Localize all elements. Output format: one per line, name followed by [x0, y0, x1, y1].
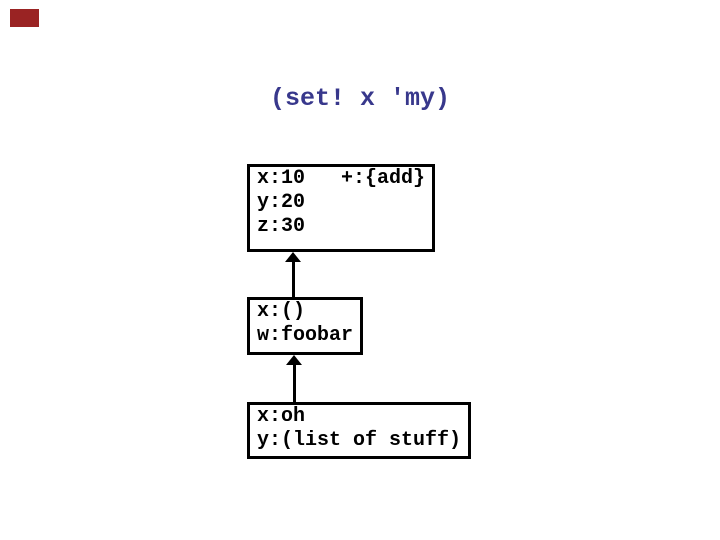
- env-frame-a: x:() w:foobar: [247, 297, 363, 355]
- env-frame-b: x:oh y:(list of stuff): [247, 402, 471, 459]
- arrow-frame-a-to-global: [285, 252, 301, 297]
- binding-line: z:30: [257, 215, 306, 238]
- binding-line: w:foobar: [257, 324, 354, 347]
- binding-line: x:(): [257, 300, 306, 323]
- env-frame-global: x:10 +:{add} y:20 z:30: [247, 164, 435, 252]
- arrow-head-icon: [286, 355, 302, 365]
- slide-corner-mark: [10, 9, 39, 27]
- binding-line: x:oh: [257, 405, 306, 428]
- arrow-frame-b-to-frame-a: [286, 355, 302, 402]
- slide-title: (set! x 'my): [269, 84, 451, 113]
- binding-line: y:(list of stuff): [257, 429, 462, 452]
- binding-line: x:10 +:{add}: [257, 167, 426, 190]
- arrow-head-icon: [285, 252, 301, 262]
- binding-line: y:20: [257, 191, 306, 214]
- arrow-shaft: [292, 365, 296, 402]
- arrow-shaft: [291, 262, 295, 297]
